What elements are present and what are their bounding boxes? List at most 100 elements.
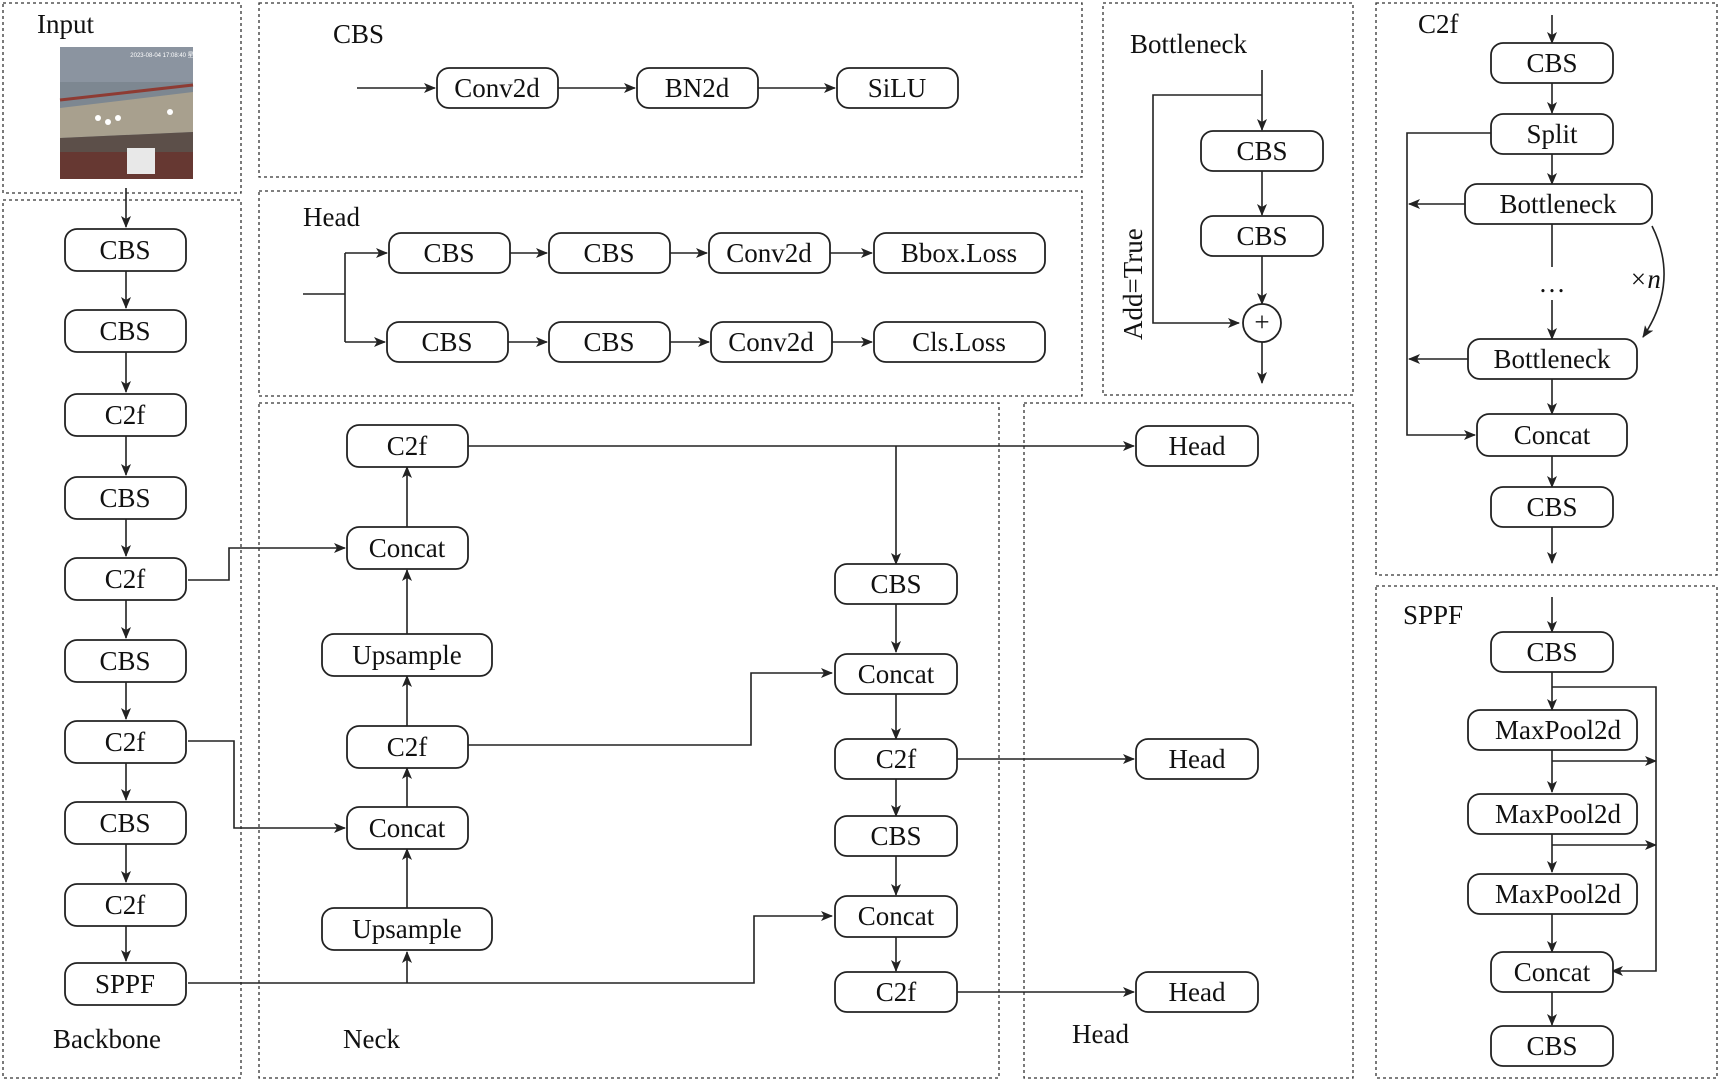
backbone-c2f4-node: C2f	[64, 883, 187, 927]
sppf-panel-title: SPPF	[1403, 600, 1463, 630]
sppf-definition-panel	[1375, 585, 1718, 1079]
svg-text:C2f: C2f	[387, 732, 428, 762]
svg-text:C2f: C2f	[105, 890, 146, 920]
head-def-row1-conv2d-node: Conv2d	[708, 232, 831, 274]
backbone-cbs2-node: CBS	[64, 309, 187, 353]
input-label: Input	[37, 9, 94, 39]
sppf-def-concat-node: Concat	[1490, 951, 1614, 993]
svg-text:Bbox.Loss: Bbox.Loss	[901, 238, 1017, 268]
svg-text:Split: Split	[1526, 119, 1578, 149]
svg-text:Conv2d: Conv2d	[728, 327, 814, 357]
svg-text:Concat: Concat	[369, 533, 446, 563]
svg-text:SiLU: SiLU	[868, 73, 927, 103]
bottleneck-def-cbs1-node: CBS	[1200, 130, 1324, 172]
svg-text:Concat: Concat	[1514, 957, 1591, 987]
bottleneck-definition-panel	[1102, 2, 1354, 396]
backbone-sppf-node: SPPF	[64, 962, 187, 1006]
edges	[121, 15, 1665, 1026]
c2f-definition-panel	[1375, 2, 1718, 576]
svg-text:Conv2d: Conv2d	[454, 73, 540, 103]
svg-text:CBS: CBS	[1526, 637, 1577, 667]
neck-c2f-mid-node: C2f	[346, 725, 469, 769]
svg-text:CBS: CBS	[870, 821, 921, 851]
bottleneck-panel-title: Bottleneck	[1130, 29, 1247, 59]
backbone-c2f2-node: C2f	[64, 557, 187, 601]
svg-text:C2f: C2f	[105, 727, 146, 757]
svg-text:CBS: CBS	[1236, 136, 1287, 166]
svg-text:CBS: CBS	[99, 808, 150, 838]
c2f-def-bottleneck2-node: Bottleneck	[1467, 338, 1638, 380]
head-def-row2-cbs1-node: CBS	[386, 321, 509, 363]
backbone-label: Backbone	[53, 1024, 161, 1054]
cbs-panel-title: CBS	[333, 19, 384, 49]
svg-text:C2f: C2f	[105, 400, 146, 430]
svg-text:C2f: C2f	[876, 977, 917, 1007]
svg-text:CBS: CBS	[1526, 1031, 1577, 1061]
head-def-row1-cbs2-node: CBS	[548, 232, 671, 274]
svg-text:Bottleneck: Bottleneck	[1500, 189, 1617, 219]
svg-text:CBS: CBS	[583, 238, 634, 268]
head-output-panel	[1023, 402, 1354, 1079]
neck-c2f-top-node: C2f	[346, 424, 469, 468]
svg-text:+: +	[1254, 307, 1269, 337]
svg-text:Conv2d: Conv2d	[726, 238, 812, 268]
sppf-def-maxpool2-node: MaxPool2d	[1467, 793, 1638, 835]
svg-text:MaxPool2d: MaxPool2d	[1495, 879, 1622, 909]
c2f-def-cbs-bottom-node: CBS	[1490, 486, 1614, 528]
sppf-def-cbs-top-node: CBS	[1490, 631, 1614, 673]
c2f-def-repeat-label: ×n	[1629, 264, 1661, 294]
svg-text:CBS: CBS	[1526, 492, 1577, 522]
backbone-cbs4-node: CBS	[64, 639, 187, 683]
bottleneck-add-label: Add=True	[1118, 228, 1148, 340]
svg-text:MaxPool2d: MaxPool2d	[1495, 715, 1622, 745]
head-def-row1-cbs1-node: CBS	[388, 232, 511, 274]
svg-text:CBS: CBS	[99, 235, 150, 265]
svg-text:CBS: CBS	[99, 316, 150, 346]
svg-text:CBS: CBS	[870, 569, 921, 599]
svg-text:CBS: CBS	[99, 646, 150, 676]
cbs-def-bn2d-node: BN2d	[636, 67, 759, 109]
head-output-3-node: Head	[1135, 971, 1259, 1013]
svg-text:C2f: C2f	[105, 564, 146, 594]
c2f-panel-title: C2f	[1418, 9, 1459, 39]
svg-text:CBS: CBS	[1236, 221, 1287, 251]
svg-text:Head: Head	[1169, 977, 1226, 1007]
svg-text:SPPF: SPPF	[95, 969, 155, 999]
input-panel	[2, 2, 242, 194]
sppf-def-maxpool1-node: MaxPool2d	[1467, 709, 1638, 751]
neck-right-cbs1-node: CBS	[834, 563, 958, 605]
svg-text:Concat: Concat	[1514, 420, 1591, 450]
c2f-def-cbs-top-node: CBS	[1490, 42, 1614, 84]
neck-concat-upper-node: Concat	[346, 526, 469, 570]
svg-text:C2f: C2f	[876, 744, 917, 774]
cbs-def-silu-node: SiLU	[836, 67, 959, 109]
c2f-def-ellipsis: …	[1539, 268, 1566, 298]
head-def-row2-cbs2-node: CBS	[548, 321, 671, 363]
neck-right-cbs2-node: CBS	[834, 815, 958, 857]
c2f-def-split-node: Split	[1490, 113, 1614, 155]
svg-text:BN2d: BN2d	[665, 73, 730, 103]
neck-right-c2f1-node: C2f	[834, 738, 958, 780]
head-def-bbox-loss-node: Bbox.Loss	[873, 232, 1046, 274]
svg-text:Concat: Concat	[369, 813, 446, 843]
svg-text:C2f: C2f	[387, 431, 428, 461]
input-image: 2023-08-04 17:08:40 星期五	[59, 47, 206, 179]
neck-upsample-upper-node: Upsample	[321, 633, 493, 677]
svg-text:Head: Head	[1169, 744, 1226, 774]
backbone-cbs1-node: CBS	[64, 228, 187, 272]
head-output-2-node: Head	[1135, 738, 1259, 780]
sppf-def-maxpool3-node: MaxPool2d	[1467, 873, 1638, 915]
svg-text:CBS: CBS	[99, 483, 150, 513]
neck-right-c2f2-node: C2f	[834, 971, 958, 1013]
bottleneck-def-cbs2-node: CBS	[1200, 215, 1324, 257]
svg-text:CBS: CBS	[583, 327, 634, 357]
backbone-cbs3-node: CBS	[64, 476, 187, 520]
head-definition-panel	[258, 190, 1083, 397]
head-output-label: Head	[1072, 1019, 1129, 1049]
svg-text:Concat: Concat	[858, 901, 935, 931]
svg-text:CBS: CBS	[423, 238, 474, 268]
neck-upsample-lower-node: Upsample	[321, 907, 493, 951]
c2f-def-bottleneck1-node: Bottleneck	[1464, 183, 1653, 225]
neck-right-concat2-node: Concat	[834, 895, 958, 938]
svg-text:Concat: Concat	[858, 659, 935, 689]
